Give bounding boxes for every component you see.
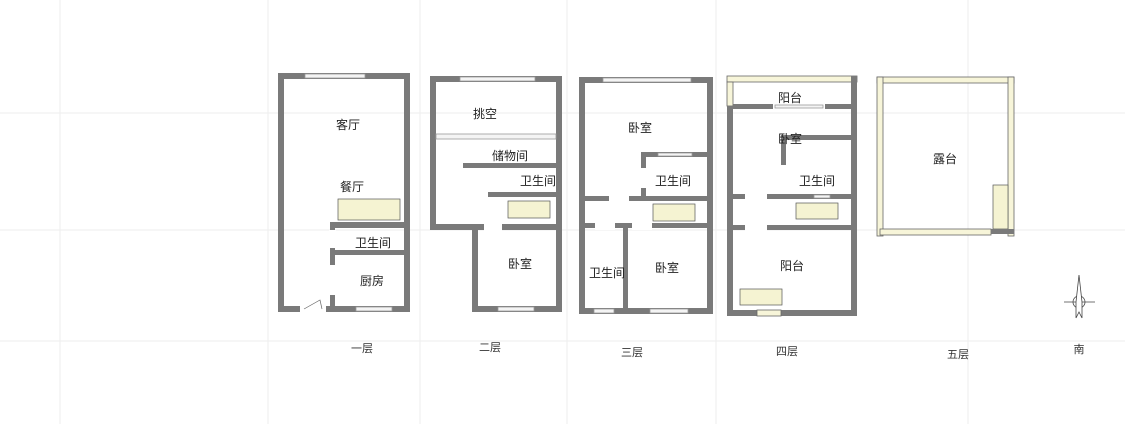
floor-1-plan: 客厅 餐厅 卫生间 厨房 一层: [278, 73, 410, 355]
staircase: [507, 200, 551, 219]
floor-4-plan: 阳台 卧室 卫生间 阳台 四层: [726, 75, 858, 358]
room-label-dining-room: 餐厅: [340, 179, 364, 194]
window: [304, 73, 366, 79]
staircase: [992, 184, 1009, 230]
staircase: [739, 288, 783, 306]
entry-door: [303, 299, 323, 310]
floor-3-plan: 卧室 卫生间 卫生间 卧室 三层: [579, 77, 713, 359]
floor-label-2: 二层: [479, 341, 501, 354]
room-label-bedroom: 卧室: [778, 131, 802, 146]
room-label-terrace: 露台: [933, 151, 957, 166]
room-label-bathroom-2: 卫生间: [589, 266, 625, 280]
staircase: [652, 203, 696, 222]
floor-2-plan: 挑空 储物间 卫生间 卧室 二层: [430, 76, 562, 354]
floor-label-5: 五层: [947, 348, 969, 361]
room-label-balcony: 阳台: [778, 90, 802, 105]
room-label-bathroom: 卫生间: [355, 236, 391, 250]
floor-label-1: 一层: [351, 342, 373, 355]
room-label-bathroom: 卫生间: [799, 174, 835, 188]
compass-icon: 南: [1064, 274, 1095, 356]
room-label-bathroom: 卫生间: [520, 174, 556, 188]
compass-label: 南: [1074, 343, 1085, 356]
room-label-void: 挑空: [473, 107, 497, 121]
room-label-living-room: 客厅: [336, 117, 360, 132]
room-label-bathroom: 卫生间: [655, 174, 691, 188]
room-label-kitchen: 厨房: [360, 273, 384, 288]
room-label-balcony-2: 阳台: [780, 258, 804, 273]
room-label-bedroom: 卧室: [508, 256, 532, 271]
floor-label-3: 三层: [621, 346, 643, 359]
window: [355, 306, 393, 312]
room-label-storage: 储物间: [492, 148, 528, 163]
floor-label-4: 四层: [776, 345, 798, 358]
room-label-bedroom-2: 卧室: [655, 260, 679, 275]
floor-5-plan: 露台 五层: [876, 76, 1015, 361]
room-label-bedroom: 卧室: [628, 120, 652, 135]
staircase: [795, 202, 839, 220]
staircase: [337, 198, 401, 221]
